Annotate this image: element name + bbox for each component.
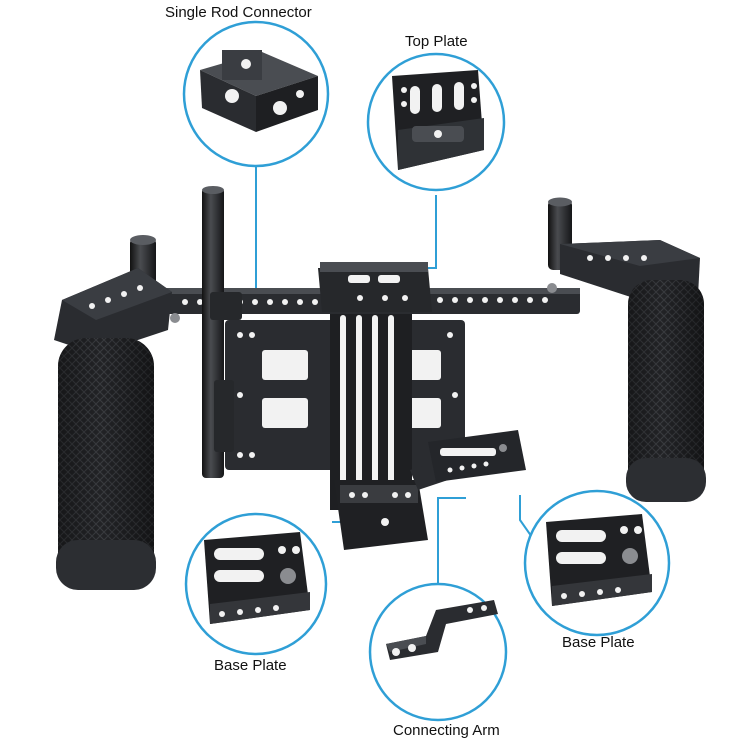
label-base-plate-right: Base Plate	[562, 634, 635, 651]
column-slots	[340, 315, 394, 495]
top-plate-block	[318, 268, 432, 312]
label-base-plate-left: Base Plate	[214, 657, 287, 674]
connecting-arm-part	[386, 600, 498, 660]
callout-connecting-arm	[368, 582, 508, 722]
label-single-rod-connector: Single Rod Connector	[165, 4, 312, 21]
base-plate-left-part	[204, 532, 310, 624]
main-rig	[54, 186, 706, 590]
callout-single-rod-connector	[182, 20, 330, 168]
rod-clamp	[214, 380, 234, 452]
leader-top-plate	[405, 195, 437, 269]
leader-base-right	[519, 495, 535, 541]
callout-top-plate	[366, 52, 506, 192]
label-top-plate: Top Plate	[405, 33, 468, 50]
top-plate-part	[392, 70, 484, 170]
callout-base-plate-left	[184, 512, 328, 656]
single-rod-connector-part	[200, 50, 318, 132]
leader-arm	[437, 497, 466, 585]
right-handle	[548, 197, 706, 502]
base-plate-right-part	[546, 514, 652, 606]
label-connecting-arm: Connecting Arm	[393, 722, 500, 739]
callout-base-plate-right	[523, 489, 671, 637]
left-handle	[54, 235, 172, 590]
